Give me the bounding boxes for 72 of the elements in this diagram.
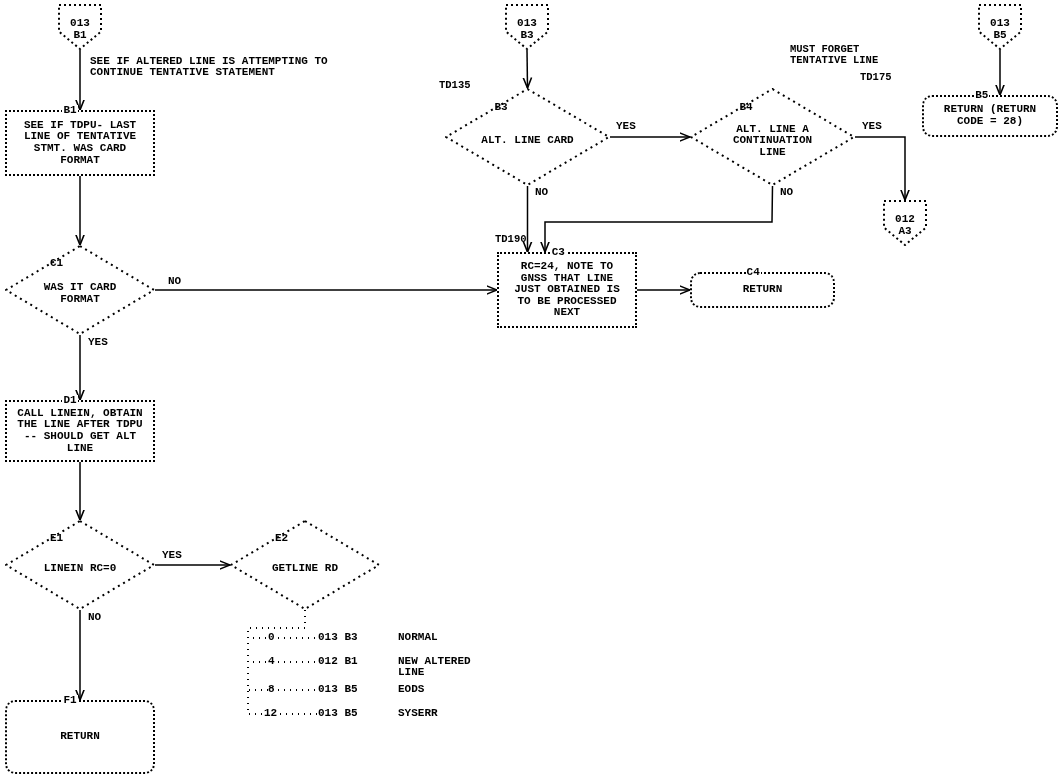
flow-arrow	[75, 175, 85, 246]
connector-label: 013 B5	[989, 18, 1011, 42]
step-text: RETURN (RETURN CODE = 28)	[942, 104, 1038, 128]
step-id: B3	[494, 101, 508, 113]
reference-note: MUST FORGET TENTATIVE LINE	[790, 44, 880, 65]
flow-arrow	[75, 334, 85, 401]
step-id: E2	[275, 532, 289, 544]
flow-arrow	[609, 132, 691, 142]
edge-label: YES	[162, 550, 182, 561]
decision-diamond	[5, 245, 155, 335]
decision-diamond	[230, 520, 380, 610]
reference-note: TD190	[495, 234, 528, 245]
return-code-meaning: EODS	[398, 684, 425, 695]
flow-arrow	[75, 461, 85, 521]
step-id: B1	[62, 105, 78, 116]
edge-label: YES	[88, 337, 108, 348]
edge-label: NO	[535, 187, 549, 198]
edge-label: NO	[780, 187, 794, 198]
branch-table-entry: 0	[268, 632, 275, 643]
step-id: D1	[62, 395, 78, 406]
connector-label: 013 B3	[516, 18, 538, 42]
step-id: F1	[62, 695, 78, 706]
flow-arrow	[522, 49, 533, 89]
offpage-connector	[505, 4, 549, 50]
step-text: CALL LINEIN, OBTAIN THE LINE AFTER TDPU -- SHOULD GET ALT LINE	[16, 407, 144, 455]
flow-arrow	[540, 185, 774, 253]
return-code-meaning: NORMAL	[398, 632, 438, 643]
decision-diamond	[445, 88, 610, 186]
edge-label: NO	[168, 276, 182, 287]
branch-table-entry: 8	[268, 684, 275, 695]
flow-arrow	[636, 285, 691, 295]
flow-arrow	[154, 560, 231, 570]
step-id: C1	[50, 257, 64, 269]
decision-text: LINEIN RC=0	[43, 563, 117, 575]
reference-note: TD175	[860, 72, 893, 83]
flow-arrow	[854, 136, 910, 201]
edge-label: NO	[88, 612, 102, 623]
decision-text: ALT. LINE A CONTINUATION LINE	[731, 123, 814, 159]
decision-text: WAS IT CARD FORMAT	[42, 282, 118, 306]
flow-arrow	[154, 285, 498, 295]
step-id: B4	[739, 101, 753, 113]
reference-note: TD135	[439, 80, 472, 91]
return-code-meaning: SYSERR	[398, 708, 438, 719]
step-id: C4	[745, 267, 761, 278]
step-text: RETURN	[59, 731, 101, 743]
branch-table-entry: 013 B3	[318, 632, 358, 643]
branch-table-entry: 12	[264, 708, 278, 719]
decision-text: GETLINE RD	[272, 563, 338, 575]
flow-arrow	[75, 609, 85, 701]
edge-label: YES	[862, 121, 882, 132]
decision-diamond	[690, 88, 855, 186]
step-text: RETURN	[741, 284, 784, 296]
flow-arrow	[995, 49, 1005, 96]
branch-table-entry: 012 B1	[318, 656, 358, 667]
connector-label: 012 A3	[894, 214, 916, 238]
offpage-connector	[58, 4, 102, 50]
step-id: B5	[974, 90, 990, 101]
decision-text: ALT. LINE CARD	[481, 135, 574, 147]
step-id: C3	[550, 247, 566, 258]
branch-table-entry: 013 B5	[318, 684, 358, 695]
step-text: SEE IF TDPU- LAST LINE OF TENTATIVE STMT. WAS CARD FORMAT	[22, 119, 138, 167]
branch-table-entry: 4	[268, 656, 275, 667]
step-text: RC=24, NOTE TO GNSS THAT LINE JUST OBTAINED IS TO BE PROCESSED NEXT	[513, 261, 621, 319]
offpage-connector	[978, 4, 1022, 50]
offpage-connector	[883, 200, 927, 246]
flow-arrow	[522, 185, 533, 253]
flow-arrow	[75, 49, 85, 111]
edge-label: YES	[616, 121, 636, 132]
connector-label: 013 B1	[69, 18, 91, 42]
branch-table-entry: 013 B5	[318, 708, 358, 719]
decision-diamond	[5, 520, 155, 610]
step-id: E1	[50, 532, 64, 544]
